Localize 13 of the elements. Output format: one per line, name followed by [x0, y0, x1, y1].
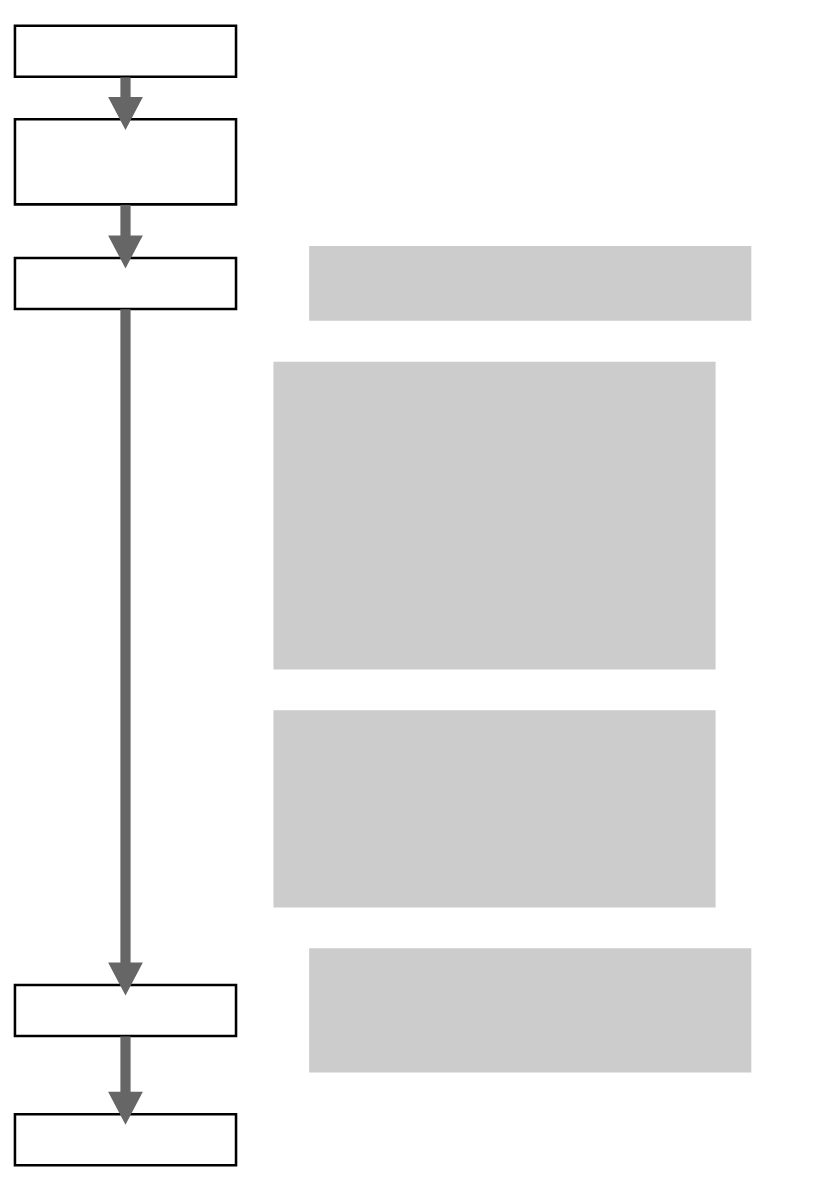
arrow — [108, 1035, 143, 1125]
node-box — [13, 1112, 238, 1166]
arrow — [108, 76, 143, 130]
node-bar — [273, 709, 716, 908]
node-box — [13, 24, 238, 78]
node-box — [13, 117, 238, 206]
arrow — [108, 204, 143, 268]
node-box — [13, 256, 238, 310]
node-bar — [309, 947, 752, 1072]
node-bar — [309, 245, 752, 321]
node-box — [13, 983, 238, 1037]
node-bar — [273, 361, 716, 669]
arrow — [108, 308, 143, 996]
